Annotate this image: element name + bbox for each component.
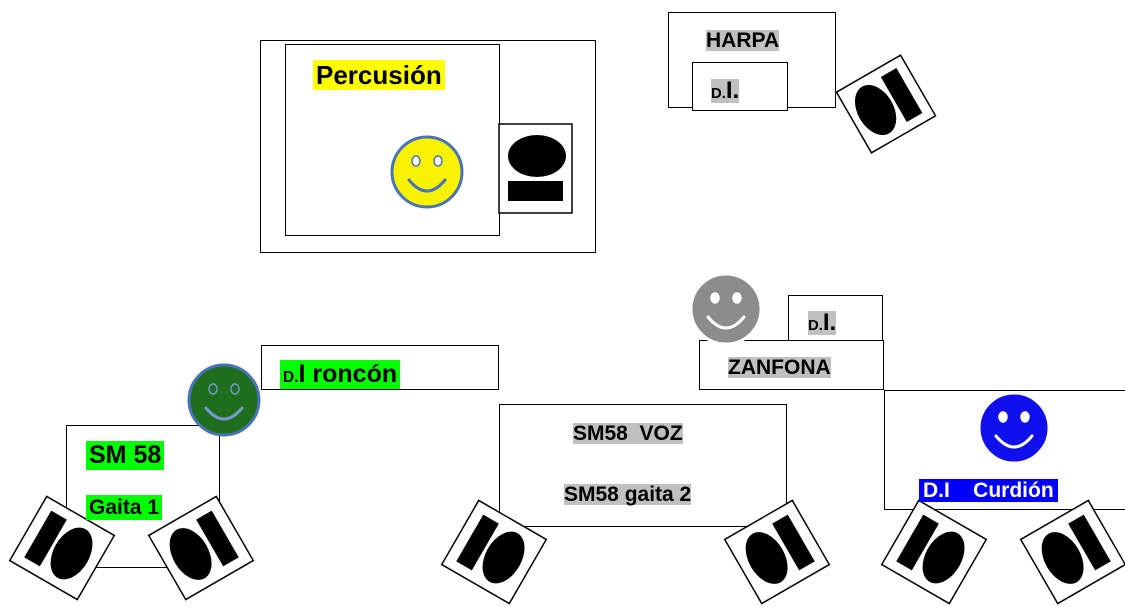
gaita-player-smiley-icon <box>187 363 261 437</box>
roncon-di-prefix: D. <box>283 369 299 386</box>
harp-di-main: I. <box>725 77 740 104</box>
harp-label: HARPA <box>706 29 780 52</box>
harp-di-box <box>692 62 788 111</box>
roncon-di-main: I roncón <box>298 360 398 388</box>
zanfona-di-main: I. <box>822 309 837 336</box>
curdion-left-monitor-icon <box>880 499 988 605</box>
percussion-label: Percusión <box>313 60 445 90</box>
zanfona-label: ZANFONA <box>728 356 831 379</box>
harp-monitor-icon <box>835 54 937 154</box>
zanfona-di-label: D.I. <box>808 309 837 336</box>
percussionist-smiley-icon <box>390 135 464 209</box>
vocal-left-monitor-icon <box>440 499 548 605</box>
roncon-di-label: D.I roncón <box>280 360 401 389</box>
harp-di-label: D.I. <box>711 77 740 104</box>
vocal-right-monitor-icon <box>723 499 831 605</box>
harp-di-prefix: D. <box>711 86 726 102</box>
curdion-player-smiley-icon <box>977 391 1051 465</box>
curdion-di-label: D.I Curdión <box>919 479 1058 502</box>
curdion-right-monitor-icon <box>1019 499 1125 605</box>
percussion-monitor-icon <box>498 123 573 214</box>
gaita1-right-monitor-icon <box>147 495 255 601</box>
sm58-gaita2-label: SM58 gaita 2 <box>564 483 692 506</box>
gaita1-left-monitor-icon <box>8 495 116 601</box>
zanfona-di-prefix: D. <box>808 318 823 334</box>
gaita1-label: Gaita 1 <box>86 495 163 520</box>
sm58-label: SM 58 <box>86 441 165 470</box>
sm58-voz-label: SM58 VOZ <box>573 422 683 445</box>
zanfona-player-smiley-icon <box>689 272 763 346</box>
